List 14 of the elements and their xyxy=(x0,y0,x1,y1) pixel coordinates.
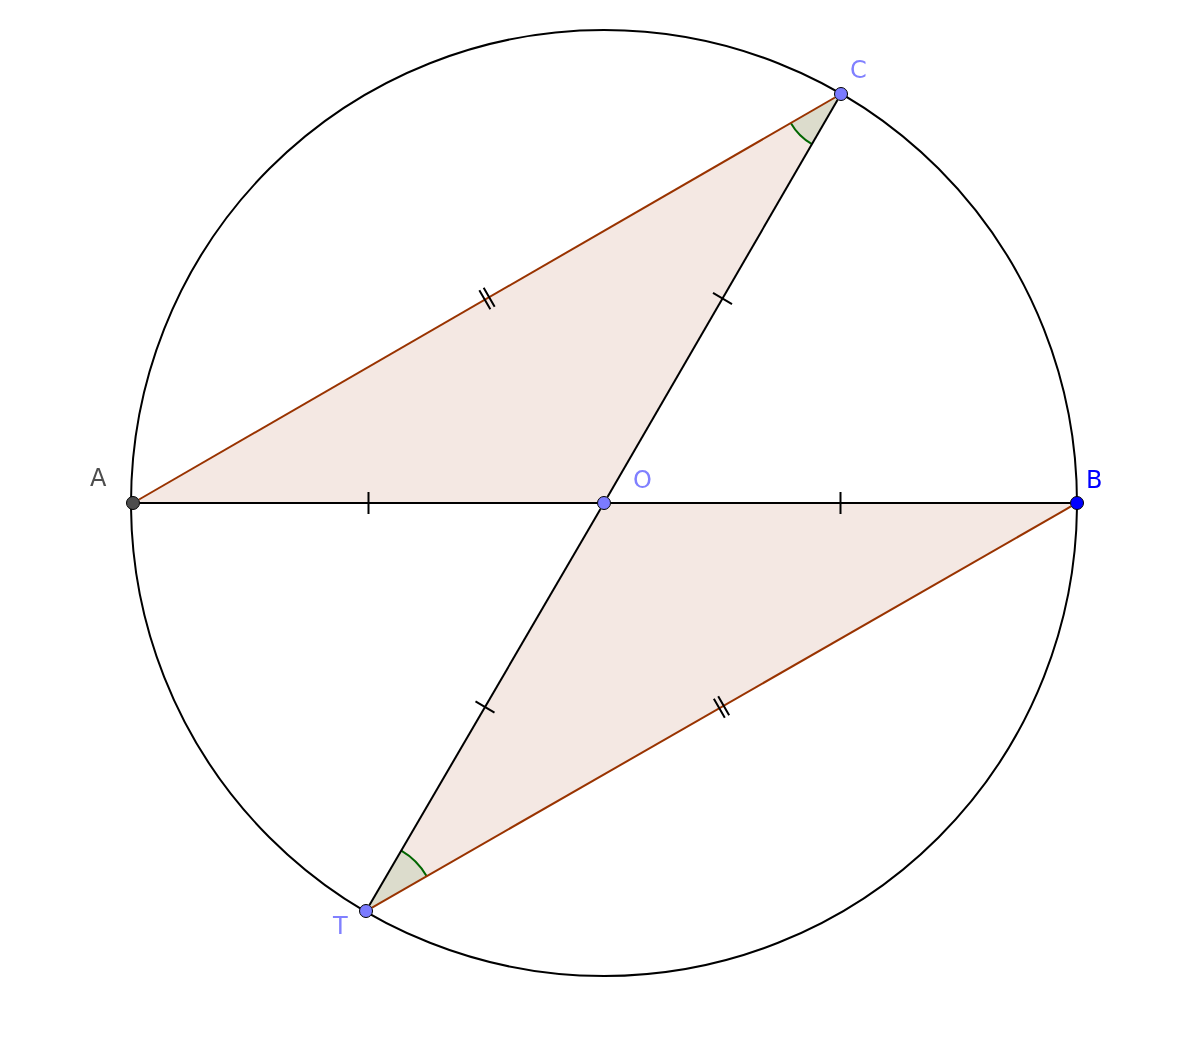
line-segment xyxy=(139,502,598,504)
point-marker xyxy=(359,904,373,918)
point-label: B xyxy=(1086,468,1103,492)
point-marker xyxy=(1070,496,1084,510)
point-marker xyxy=(834,87,848,101)
line-segment xyxy=(368,508,602,906)
line-segment xyxy=(610,502,1071,504)
point-label: A xyxy=(90,466,107,490)
point-label: T xyxy=(333,914,348,938)
point-label: O xyxy=(633,468,652,492)
point-label: C xyxy=(850,58,867,82)
point-marker xyxy=(126,496,140,510)
line-segment xyxy=(606,99,839,498)
point-marker xyxy=(597,496,611,510)
